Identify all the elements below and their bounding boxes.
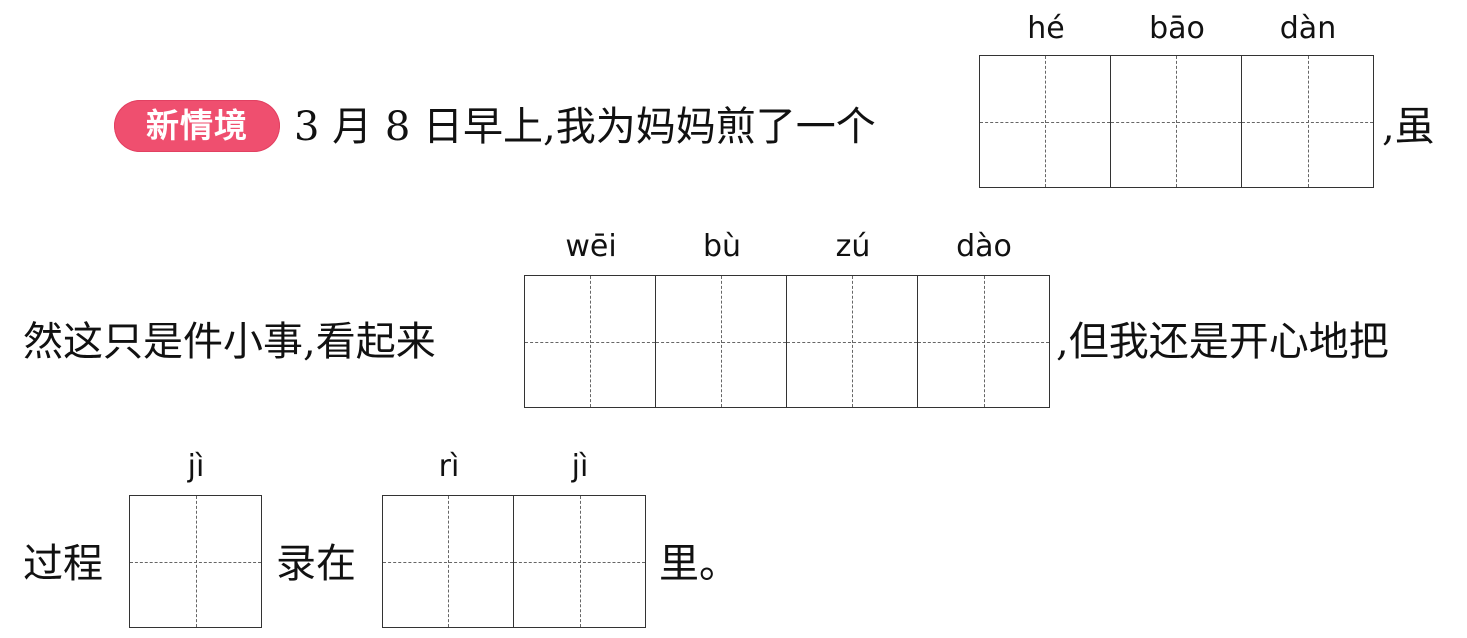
line-3-pinyin-3: jì	[571, 449, 589, 484]
line-3-text-part-2: 录在	[276, 541, 356, 587]
line-3-text-part-1: 过程	[23, 541, 103, 587]
line-3-pinyin-2: rì	[438, 449, 460, 484]
answer-cell[interactable]	[656, 276, 787, 407]
line-3-text-part-3: 里。	[659, 541, 739, 587]
answer-cell[interactable]	[1111, 56, 1242, 187]
answer-cell[interactable]	[514, 496, 645, 627]
line-2-pinyin-3: zú	[835, 229, 871, 264]
line-1-text-after: ,虽	[1382, 104, 1435, 150]
answer-grid-4	[382, 495, 646, 628]
answer-cell[interactable]	[383, 496, 514, 627]
answer-grid-1	[979, 55, 1374, 188]
answer-grid-3	[129, 495, 262, 628]
answer-cell[interactable]	[1242, 56, 1373, 187]
line-2-text-before: 然这只是件小事,看起来	[23, 319, 436, 365]
line-1-pinyin-3: dàn	[1279, 11, 1337, 46]
line-2-text-after: ,但我还是开心地把	[1056, 319, 1389, 365]
line-1-pinyin-1: hé	[1027, 11, 1065, 46]
line-1-pinyin-2: bāo	[1149, 11, 1205, 46]
answer-cell[interactable]	[525, 276, 656, 407]
answer-cell[interactable]	[918, 276, 1049, 407]
line-2-pinyin-1: wēi	[565, 229, 617, 264]
answer-cell[interactable]	[787, 276, 918, 407]
line-2-pinyin-4: dào	[956, 229, 1012, 264]
answer-cell[interactable]	[130, 496, 261, 627]
new-context-badge: 新情境	[114, 100, 280, 152]
line-2-pinyin-2: bù	[702, 229, 742, 264]
line-1-text-before: 3 月 8 日早上,我为妈妈煎了一个	[294, 104, 876, 150]
line-3-pinyin-1: jì	[187, 449, 205, 484]
answer-grid-2	[524, 275, 1050, 408]
answer-cell[interactable]	[980, 56, 1111, 187]
